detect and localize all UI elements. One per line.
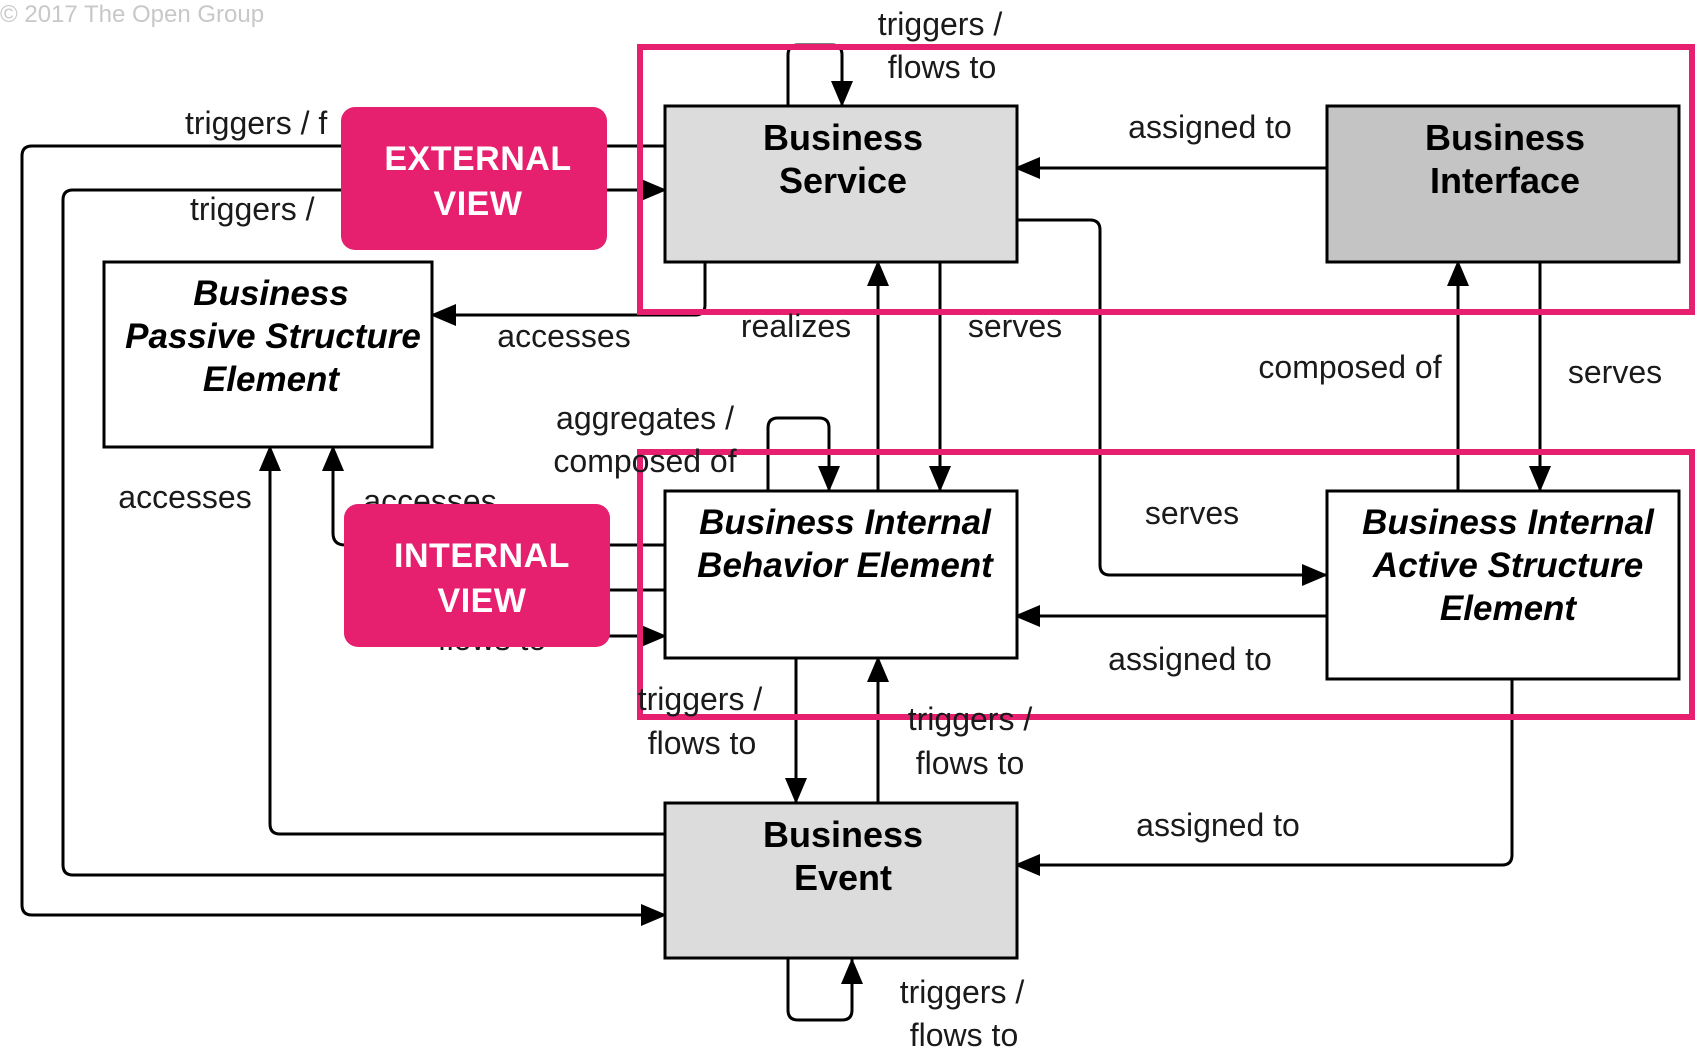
label-service-self-2: flows to <box>888 49 996 85</box>
label-aggregates-2: composed of <box>553 443 736 479</box>
node-label: Business Internal <box>1362 503 1655 542</box>
edge-service-self <box>786 43 853 107</box>
node-label: Element <box>203 360 340 399</box>
node-label: Business <box>763 814 923 855</box>
badge-label: INTERNAL <box>394 537 570 575</box>
external-view-frame <box>637 44 1695 315</box>
connectors <box>20 43 1551 1022</box>
node-label: Business Internal <box>699 503 992 542</box>
label-composed-of: composed of <box>1258 349 1441 385</box>
label-assigned-behavior: assigned to <box>1108 641 1272 677</box>
label-serves-interface: serves <box>1568 354 1662 390</box>
node-business-interface: Business Interface <box>1325 104 1681 264</box>
edge-event-self <box>786 958 854 1022</box>
label-event-self-1: triggers / <box>900 974 1025 1010</box>
node-business-internal-active-structure: Business Internal Active Structure Eleme… <box>1325 489 1681 681</box>
label-service-self-1: triggers / <box>878 6 1003 42</box>
label-ext-triggers-2: triggers / <box>190 191 315 227</box>
label-serves-active: serves <box>1145 495 1239 531</box>
node-label: Event <box>794 857 892 898</box>
node-label: Business <box>1425 117 1585 158</box>
external-view-badge: EXTERNAL VIEW <box>341 107 607 250</box>
node-label: Business <box>763 117 923 158</box>
edge-service-event-outer <box>61 188 665 877</box>
node-business-passive-structure: Business Passive Structure Element <box>102 260 434 449</box>
label-behavior-event-1: triggers / <box>638 681 763 717</box>
badge-label: VIEW <box>434 185 523 223</box>
badge-label: VIEW <box>438 582 527 620</box>
node-business-event: Business Event <box>663 801 1019 960</box>
internal-view-frame <box>637 449 1695 720</box>
copyright-text: © 2017 The Open Group <box>0 1 264 28</box>
edge-active-event <box>1014 679 1514 876</box>
label-assigned-event: assigned to <box>1136 807 1300 843</box>
edge-labels: triggers / flows to triggers / f trigger… <box>118 6 1662 1053</box>
node-label: Element <box>1440 589 1577 628</box>
label-ext-triggers-1: triggers / f <box>185 105 327 141</box>
label-accesses-service: accesses <box>497 318 630 354</box>
label-event-behavior-1: triggers / <box>908 701 1033 737</box>
node-business-service: Business Service <box>663 104 1019 264</box>
label-event-self-2: flows to <box>910 1017 1018 1053</box>
node-business-internal-behavior: Business Internal Behavior Element <box>663 489 1019 660</box>
label-behavior-event-2: flows to <box>648 725 756 761</box>
node-label: Business <box>193 274 349 313</box>
internal-view-badge: INTERNAL VIEW <box>344 504 610 647</box>
edge-event-service-outer <box>20 144 667 926</box>
edge-event-passive <box>259 445 665 836</box>
badge-label: EXTERNAL <box>384 140 571 178</box>
label-assigned-interface: assigned to <box>1128 109 1292 145</box>
node-label: Active Structure <box>1372 546 1643 585</box>
edge-serves-active <box>1016 218 1328 586</box>
node-label: Service <box>779 160 907 201</box>
edge-behavior-self <box>766 416 840 492</box>
label-event-behavior-2: flows to <box>916 745 1024 781</box>
edge-service-passive <box>430 262 707 326</box>
label-realizes: realizes <box>741 308 851 344</box>
node-label: Interface <box>1430 160 1580 201</box>
label-aggregates-1: aggregates / <box>556 400 734 436</box>
label-accesses-event: accesses <box>118 479 251 515</box>
label-serves-service: serves <box>968 308 1062 344</box>
node-label: Behavior Element <box>697 546 994 585</box>
node-label: Passive Structure <box>125 317 421 356</box>
